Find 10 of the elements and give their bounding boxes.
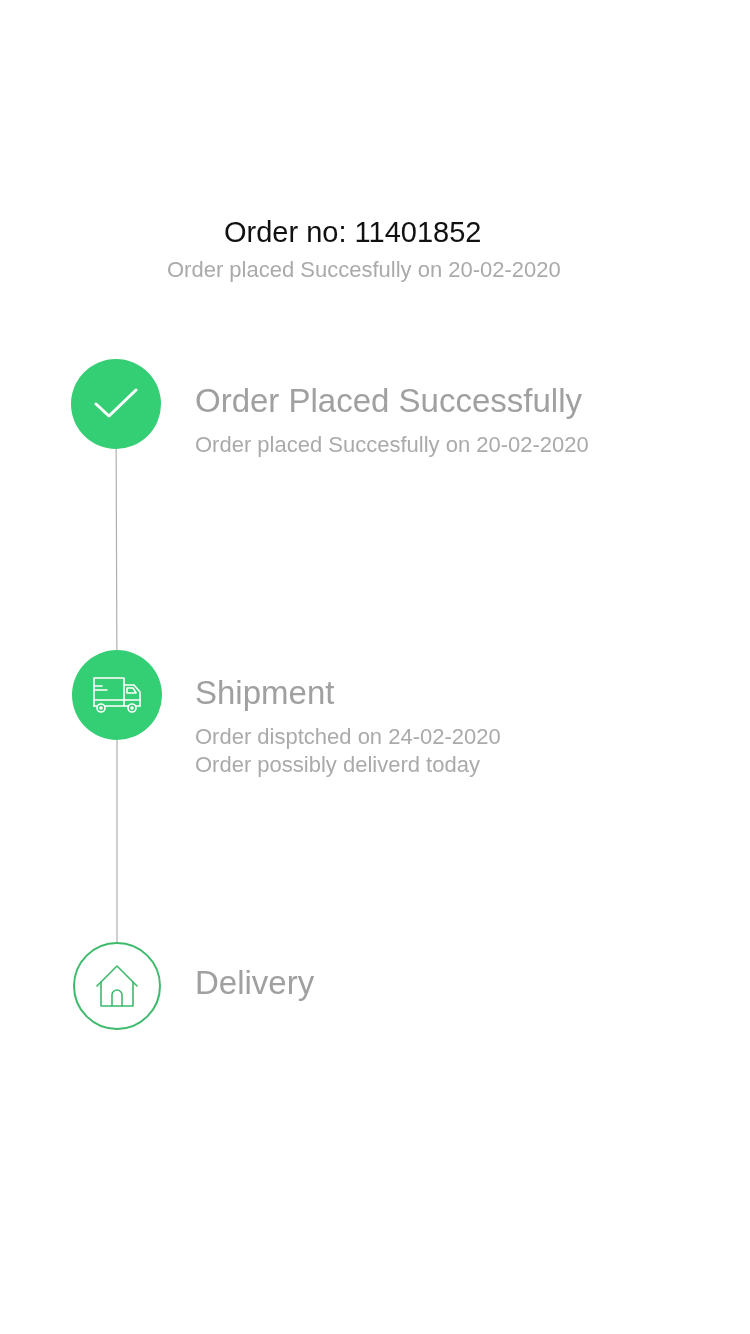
step-title: Shipment <box>195 673 336 713</box>
step-title: Order Placed Successfully <box>195 381 583 421</box>
order-date-text: Order placed Succesfully on 20-02-2020 <box>167 256 561 284</box>
connector-line <box>115 448 118 651</box>
step-description: Order possibly deliverd today <box>195 751 481 779</box>
step-description: Order placed Succesfully on 20-02-2020 <box>195 431 590 459</box>
connector-line <box>116 739 118 943</box>
order-number-title: Order no: 11401852 <box>224 215 482 250</box>
step-title: Delivery <box>195 963 316 1003</box>
step-description: Order disptched on 24-02-2020 <box>195 723 502 751</box>
